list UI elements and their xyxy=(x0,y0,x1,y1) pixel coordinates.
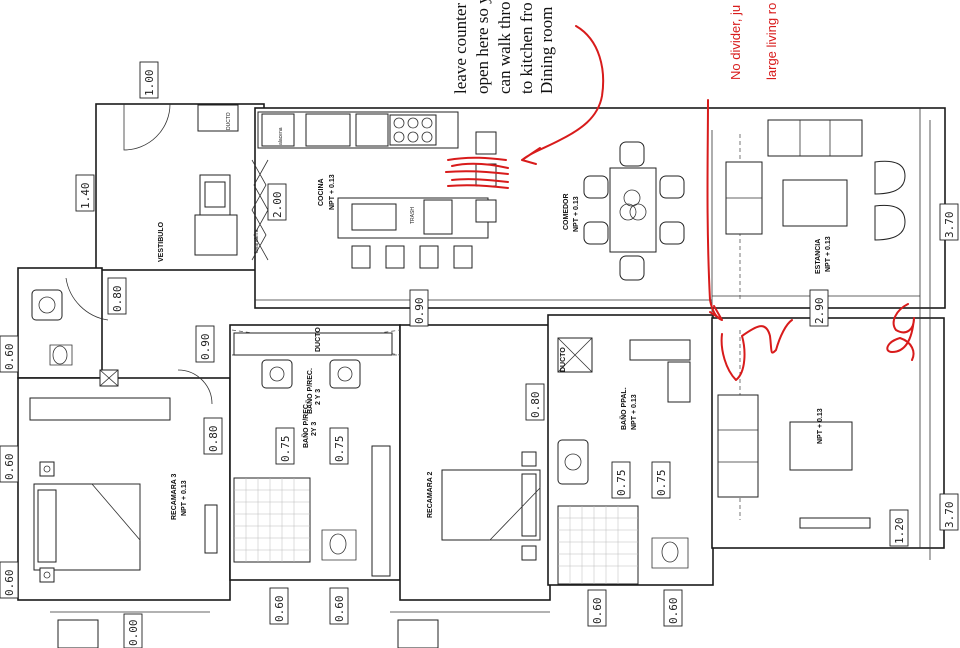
dim-0-60-d: 0.60 xyxy=(269,587,289,625)
dim-0-90-a: 0.90 xyxy=(195,325,215,363)
red-scribble-counter xyxy=(445,156,509,189)
label-lavanderia: lavandería xyxy=(254,229,260,253)
dim-0-00: 0.00 xyxy=(123,613,143,648)
bottom-details xyxy=(50,611,550,648)
shower-tiles-center xyxy=(233,477,311,563)
svg-text:0.80: 0.80 xyxy=(207,426,220,453)
room-npt-living-lower: NPT + 0.13 xyxy=(817,408,824,444)
room-label-bano-prec-b2: 2Y 3 xyxy=(311,422,318,436)
room-label-recamara3: RECAMARA 3 xyxy=(171,473,178,520)
dim-1-20: 1.20 xyxy=(889,509,909,547)
dim-2-90: 2.90 xyxy=(809,289,829,327)
red-note-line-2: large living ro xyxy=(764,3,779,80)
label-alacena: alacena xyxy=(278,127,284,145)
black-note: leave counter open here so y can walk th… xyxy=(451,0,556,94)
dim-0-75-b: 0.75 xyxy=(329,427,349,465)
svg-text:0.60: 0.60 xyxy=(591,598,604,625)
dim-0-75-c: 0.75 xyxy=(611,461,631,499)
room-npt-cocina: NPT + 0.13 xyxy=(329,174,336,210)
shower-tiles-master xyxy=(557,505,639,585)
red-scribble-divider-2 xyxy=(886,303,915,361)
svg-text:0.75: 0.75 xyxy=(615,470,628,497)
svg-text:3.70: 3.70 xyxy=(943,212,956,239)
bedroom-3: RECAMARA 3 NPT + 0.13 xyxy=(29,369,218,583)
note-line-5: Dining room xyxy=(537,7,556,94)
dim-0-80-b: 0.80 xyxy=(203,417,223,455)
red-arrow-kitchen xyxy=(521,25,605,165)
svg-text:0.90: 0.90 xyxy=(413,298,426,325)
room-npt-comedor: NPT + 0.13 xyxy=(573,196,580,232)
svg-text:1.20: 1.20 xyxy=(893,518,906,545)
dimension-tags: 1.00 1.40 2.00 0.80 0.90 0.90 0.60 0.60 … xyxy=(0,61,959,648)
room-label-bano-ppal: BAÑO PPAL. xyxy=(619,387,628,430)
dim-3-70-b: 3.70 xyxy=(939,493,959,531)
dim-0-80-a: 0.80 xyxy=(107,277,127,315)
dim-0-90-b: 0.90 xyxy=(409,289,429,327)
dim-0-60-f: 0.60 xyxy=(587,589,607,627)
dining-area: COMEDOR NPT + 0.13 xyxy=(563,141,685,281)
note-line-2: open here so y xyxy=(473,0,492,94)
note-line-4: to kitchen fro xyxy=(517,2,536,94)
dim-0-60-a: 0.60 xyxy=(0,335,19,373)
label-ducto-master: DUCTO xyxy=(560,347,567,372)
room-npt-estancia: NPT + 0.13 xyxy=(825,236,832,272)
room-npt-recamara3: NPT + 0.13 xyxy=(181,480,188,516)
svg-text:1.40: 1.40 xyxy=(79,183,92,210)
svg-text:0.75: 0.75 xyxy=(333,436,346,463)
room-label-recamara2: RECAMARA 2 xyxy=(427,471,434,518)
dim-0-75-d: 0.75 xyxy=(651,461,671,499)
bedroom-2: RECAMARA 2 xyxy=(371,445,541,577)
living-area: ESTANCIA NPT + 0.13 NPT + 0.13 xyxy=(717,119,906,529)
dim-0-60-e: 0.60 xyxy=(329,587,349,625)
label-ducto-center: DUCTO xyxy=(315,327,322,352)
svg-text:2.00: 2.00 xyxy=(271,192,284,219)
note-line-3: can walk thro xyxy=(495,1,514,94)
svg-text:0.80: 0.80 xyxy=(111,286,124,313)
red-note: No divider, ju large living ro xyxy=(728,3,779,80)
dim-0-60-b: 0.60 xyxy=(0,445,19,483)
room-npt-bano-ppal: NPT + 0.13 xyxy=(631,394,638,430)
red-note-line-1: No divider, ju xyxy=(728,5,743,80)
red-arrow-living xyxy=(706,99,723,321)
svg-text:0.60: 0.60 xyxy=(3,344,16,371)
svg-text:0.80: 0.80 xyxy=(529,392,542,419)
master-bath: BAÑO PPAL. NPT + 0.13 DUCTO xyxy=(557,337,691,585)
note-line-1: leave counter xyxy=(451,3,470,94)
dim-0-75-a: 0.75 xyxy=(275,427,295,465)
dim-0-60-g: 0.60 xyxy=(663,589,683,627)
label-trash: TRASH xyxy=(410,207,416,224)
left-bath xyxy=(31,277,119,387)
svg-text:0.60: 0.60 xyxy=(273,596,286,623)
room-label-estancia: ESTANCIA xyxy=(815,239,822,274)
shared-bath: BAÑO P/REC. 2 Y 3 BAÑO P/REC. 2Y 3 DUCTO xyxy=(233,327,393,563)
svg-text:0.75: 0.75 xyxy=(279,436,292,463)
label-ducto-top: DUCTO xyxy=(226,112,232,130)
room-label-comedor: COMEDOR xyxy=(563,193,570,230)
red-markups xyxy=(445,25,915,381)
dim-0-60-c: 0.60 xyxy=(0,561,19,599)
room-label-vestibulo: VESTIBULO xyxy=(158,221,165,262)
svg-text:1.00: 1.00 xyxy=(143,70,156,97)
room-label-bano-prec-a2: 2 Y 3 xyxy=(315,389,322,405)
room-label-bano-prec-b: BAÑO P/REC. xyxy=(301,402,310,448)
svg-text:0.90: 0.90 xyxy=(199,334,212,361)
svg-text:0.60: 0.60 xyxy=(3,454,16,481)
svg-text:0.60: 0.60 xyxy=(333,596,346,623)
dim-0-80-c: 0.80 xyxy=(525,383,545,421)
dim-1-40: 1.40 xyxy=(75,174,95,212)
dim-1-00: 1.00 xyxy=(139,61,159,99)
svg-text:3.70: 3.70 xyxy=(943,502,956,529)
svg-text:2.90: 2.90 xyxy=(813,298,826,325)
dim-2-00: 2.00 xyxy=(267,183,287,221)
vestibulo-area: VESTIBULO DUCTO lavandería xyxy=(123,103,269,262)
svg-text:0.60: 0.60 xyxy=(667,598,680,625)
svg-text:0.00: 0.00 xyxy=(127,620,140,647)
dim-3-70-a: 3.70 xyxy=(939,203,959,241)
room-label-bano-prec-a: BAÑO P/REC. xyxy=(305,368,314,414)
red-scribble-divider-1 xyxy=(720,319,793,381)
room-label-cocina: COCINA xyxy=(318,178,325,206)
svg-text:0.60: 0.60 xyxy=(3,570,16,597)
svg-text:0.75: 0.75 xyxy=(655,470,668,497)
